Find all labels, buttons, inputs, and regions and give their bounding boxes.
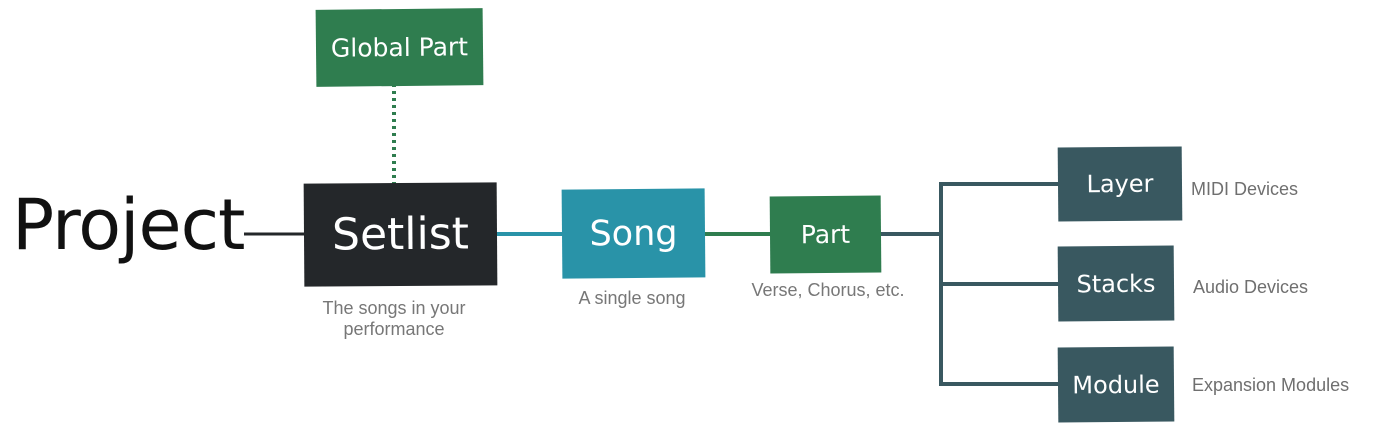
song-node: Song xyxy=(561,188,706,279)
setlist-caption: The songs in your performance xyxy=(294,298,494,340)
song-caption: A single song xyxy=(578,288,686,308)
setlist-caption-line2: performance xyxy=(343,319,445,339)
module-node: Module xyxy=(1057,346,1175,423)
song-label: Song xyxy=(589,213,678,254)
setlist-label: Setlist xyxy=(331,208,470,261)
setlist-node: Setlist xyxy=(303,182,498,287)
global-part-node: Global Part xyxy=(315,8,484,87)
project-label: Project xyxy=(12,184,245,266)
stacks-description: Audio Devices xyxy=(1193,277,1309,297)
part-label: Part xyxy=(800,219,851,250)
stacks-label: Stacks xyxy=(1076,269,1156,298)
stacks-node: Stacks xyxy=(1057,245,1175,322)
layer-description: MIDI Devices xyxy=(1191,179,1299,199)
part-caption: Verse, Chorus, etc. xyxy=(751,280,905,300)
module-description: Expansion Modules xyxy=(1192,375,1350,395)
layer-label: Layer xyxy=(1086,169,1154,199)
module-label: Module xyxy=(1072,370,1160,399)
setlist-caption-line1: The songs in your xyxy=(322,298,466,318)
part-node: Part xyxy=(769,195,882,274)
layer-node: Layer xyxy=(1057,146,1183,222)
global-part-label: Global Part xyxy=(330,32,469,63)
